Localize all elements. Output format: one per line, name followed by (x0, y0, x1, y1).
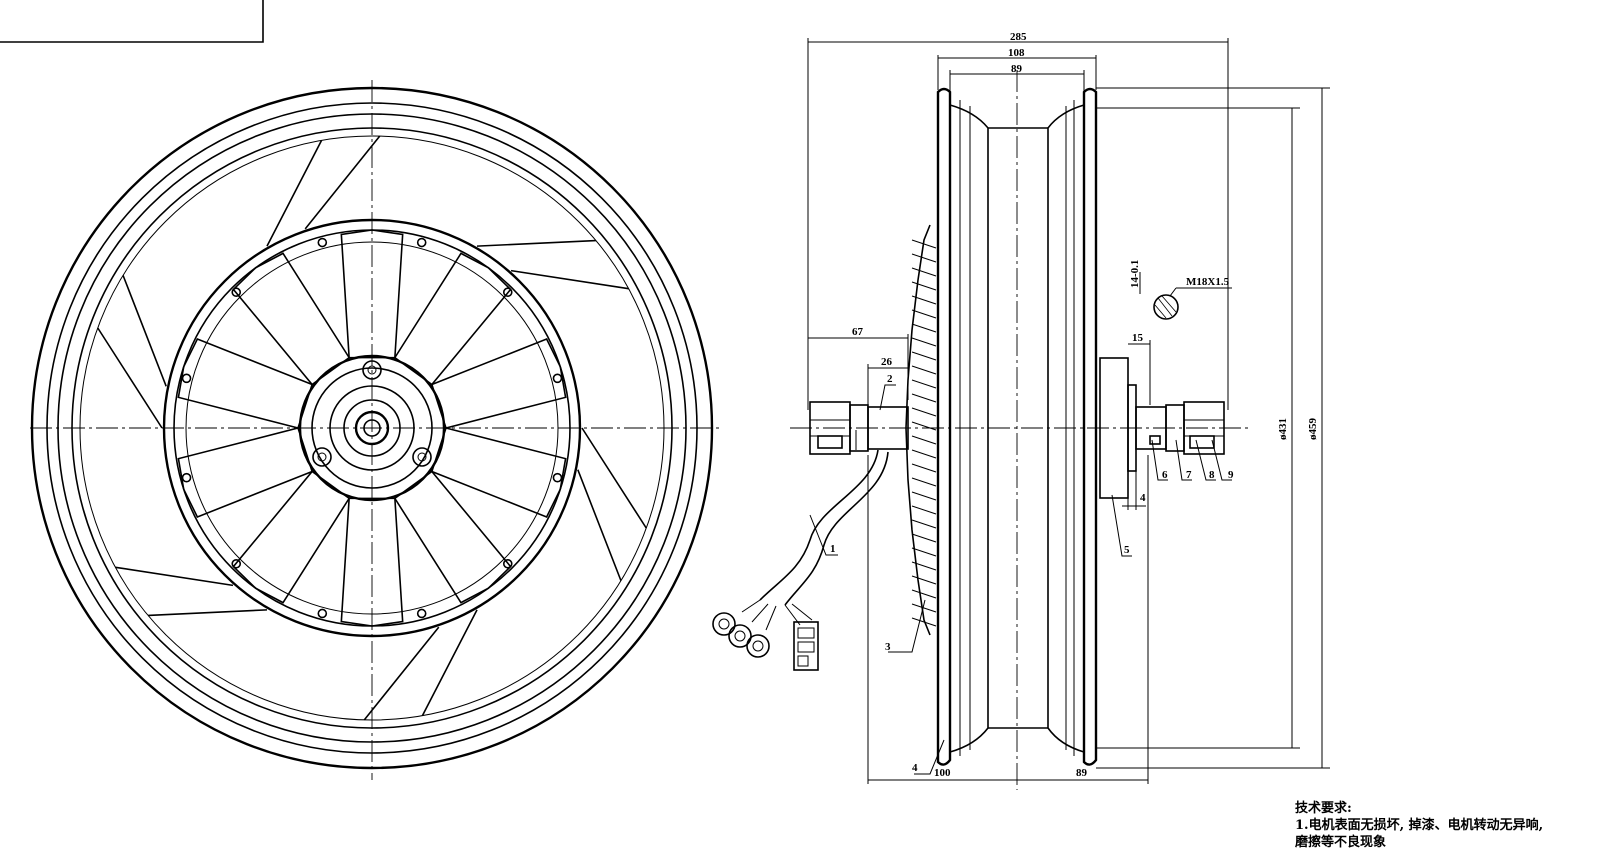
bolt-hole (416, 608, 427, 619)
bolt-hole (502, 287, 513, 298)
disc-fin (911, 323, 937, 333)
disc-fin (911, 379, 937, 389)
spoke (232, 252, 351, 386)
bolt-hole (181, 472, 192, 483)
front-view-wheel (30, 80, 720, 780)
disc-fin (911, 519, 937, 529)
disc-fin (911, 421, 937, 431)
part-number-1: 1 (830, 543, 836, 555)
bolt-hole (416, 237, 427, 248)
tech-req-line-2: 磨擦等不良现象 (1295, 835, 1387, 850)
brake-disc-fins (911, 239, 937, 627)
spoke (430, 338, 567, 429)
rim-arm-edge (266, 140, 323, 247)
dim-459: ø459 (1307, 418, 1319, 441)
title-block-fragment (0, 0, 264, 43)
rim-arm-edge (363, 626, 440, 721)
rim-arm-edge (510, 269, 629, 290)
disc-fin (911, 337, 937, 347)
rim-arm-edge (115, 566, 234, 587)
rim-arm-edge (122, 275, 167, 387)
disc-fin (911, 505, 937, 515)
spoke (340, 229, 404, 359)
spoke (430, 427, 567, 518)
dim-89-bottom: 89 (1076, 767, 1088, 779)
bolt-hole (317, 237, 328, 248)
tech-req-heading: 技术要求: (1295, 801, 1352, 816)
dim-431: ø431 (1277, 418, 1289, 440)
dim-100: 100 (934, 767, 951, 779)
spoke (393, 252, 512, 386)
rim-arms (97, 135, 647, 721)
disc-fin (911, 365, 937, 375)
disc-fin (911, 463, 937, 473)
part-number-3: 3 (885, 641, 891, 653)
dim-15: 15 (1132, 332, 1144, 344)
bolt-hole (552, 373, 563, 384)
rim-arm-edge (148, 609, 268, 617)
dim-14: 14-0.1 (1129, 260, 1141, 288)
spoke (393, 470, 512, 604)
spoke (177, 338, 314, 429)
part-number-2: 2 (887, 373, 893, 385)
bolt-hole (231, 287, 242, 298)
disc-fin (911, 253, 937, 263)
rim-arm-edge (421, 609, 478, 716)
hub-spokes (177, 229, 567, 627)
dim-108: 108 (1008, 47, 1025, 59)
dim-67: 67 (852, 326, 864, 338)
part-number-6: 6 (1162, 469, 1168, 481)
part-number-9: 9 (1228, 469, 1234, 481)
dim-4: 4 (1140, 492, 1146, 504)
disc-fin (911, 533, 937, 543)
dim-89-top: 89 (1011, 63, 1023, 75)
disc-fin (911, 449, 937, 459)
rim-arm-edge (304, 135, 381, 230)
disc-fin (911, 267, 937, 277)
rim-arm-edge (581, 427, 647, 529)
bolt-hole (552, 472, 563, 483)
disc-fin (911, 435, 937, 445)
disc-fin (911, 477, 937, 487)
rim-arm-edge (97, 327, 163, 429)
part-number-4: 4 (912, 762, 918, 774)
technical-requirements: 技术要求: 1.电机表面无损坏, 掉漆、电机转动无异响, 磨擦等不良现象 (1295, 800, 1595, 851)
bolt-hole (502, 558, 513, 569)
disc-fin (911, 589, 937, 599)
part-number-5: 5 (1124, 544, 1130, 556)
part-number-7: 7 (1186, 469, 1192, 481)
rim-arm-edge (577, 469, 622, 581)
bolt-hole (231, 558, 242, 569)
disc-fin (911, 309, 937, 319)
disc-fin (911, 239, 937, 249)
bolt-hole (317, 608, 328, 619)
disc-fin (911, 547, 937, 557)
disc-fin (911, 491, 937, 501)
disc-fin (911, 603, 937, 613)
shell-bolt-holes (181, 237, 563, 619)
thread-spec: M18X1.5 (1186, 276, 1230, 288)
disc-fin (911, 617, 937, 627)
spoke (232, 470, 351, 604)
disc-fin (911, 561, 937, 571)
spoke (340, 497, 404, 627)
dim-26: 26 (881, 356, 893, 368)
disc-fin (911, 281, 937, 291)
part-number-8: 8 (1209, 469, 1215, 481)
disc-fin (911, 407, 937, 417)
disc-fin (911, 575, 937, 585)
dim-285: 285 (1010, 31, 1027, 43)
tech-req-line-1: 1.电机表面无损坏, 掉漆、电机转动无异响, (1295, 818, 1544, 833)
side-view-wheel: 285 108 89 67 26 15 100 89 4 M18X1.5 14-… (712, 31, 1330, 790)
bolt-hole (181, 373, 192, 384)
disc-fin (911, 393, 937, 403)
disc-fin (911, 351, 937, 361)
spoke (177, 427, 314, 518)
rim-arm-edge (476, 239, 596, 247)
disc-fin (911, 295, 937, 305)
